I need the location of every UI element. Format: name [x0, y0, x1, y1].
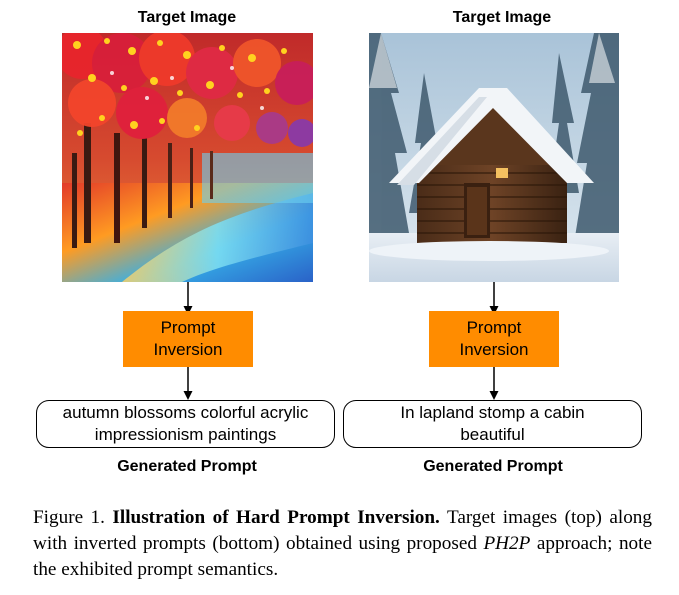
figure-caption: Figure 1. Illustration of Hard Prompt In…	[33, 505, 652, 583]
column-2-title: Target Image	[452, 9, 552, 26]
process-label-line1: Prompt	[466, 318, 522, 337]
generated-prompt-label: Generated Prompt	[117, 458, 257, 475]
caption-text: Target images (top) along with inverted …	[33, 507, 652, 554]
autumn-painting-image	[62, 33, 313, 282]
prompt-text-line2: beautiful	[460, 425, 525, 444]
prompt-text-line1: In lapland stomp a cabin	[400, 403, 585, 422]
caption-method-name: PH2P	[483, 533, 531, 554]
generated-prompt-box: autumn blossoms colorful acrylic impress…	[36, 400, 335, 448]
process-label-line2: Inversion	[459, 340, 529, 359]
process-label-line1: Prompt	[160, 318, 216, 337]
prompt-inversion-box: Prompt Inversion	[429, 311, 559, 367]
caption-text-end: approach; note the exhibited prompt sema…	[33, 533, 652, 580]
caption-prefix: Figure 1.	[33, 507, 113, 528]
caption-title: Illustration of Hard Prompt Inversion.	[112, 507, 440, 528]
process-label-line2: Inversion	[153, 340, 223, 359]
down-arrow-icon	[489, 367, 499, 400]
log-cabin-image	[369, 33, 619, 282]
down-arrow-icon	[183, 282, 193, 315]
down-arrow-icon	[489, 282, 499, 315]
column-1-title: Target Image	[137, 9, 237, 26]
down-arrow-icon	[183, 367, 193, 400]
prompt-inversion-box: Prompt Inversion	[123, 311, 253, 367]
prompt-text-line1: autumn blossoms colorful acrylic	[62, 403, 309, 422]
prompt-text-line2: impressionism paintings	[94, 425, 277, 444]
generated-prompt-box: In lapland stomp a cabin beautiful	[343, 400, 642, 448]
generated-prompt-label: Generated Prompt	[423, 458, 563, 475]
